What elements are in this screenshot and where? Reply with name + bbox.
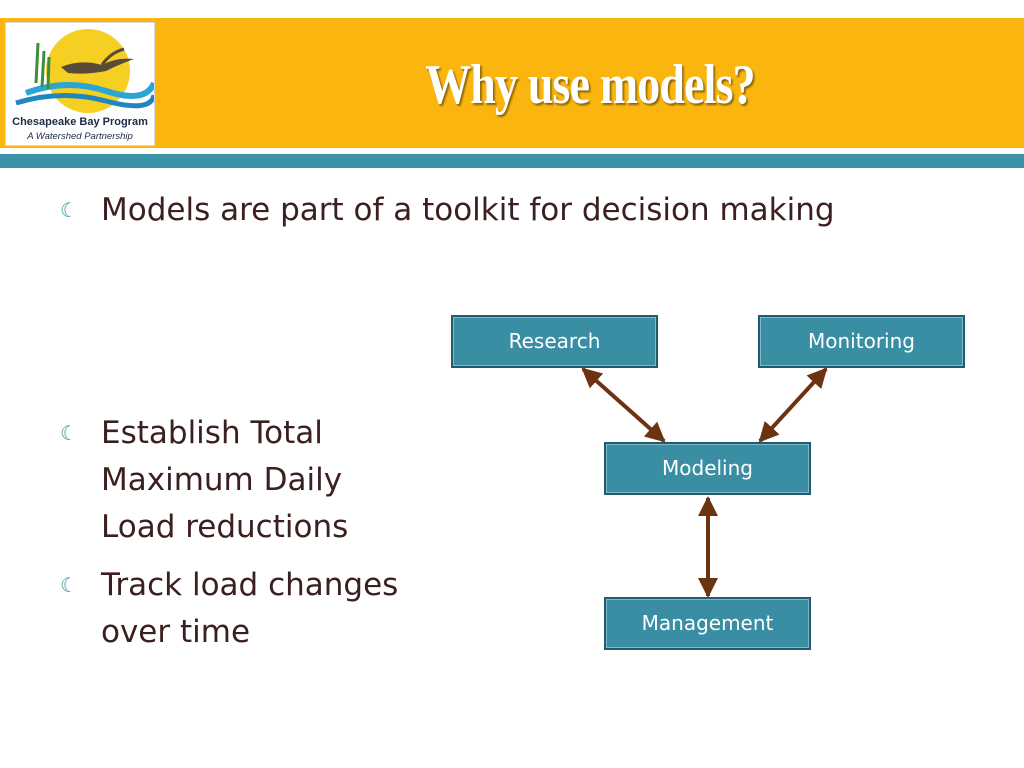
curly-bullet-icon: ☾ xyxy=(60,198,78,222)
title-bar xyxy=(0,18,1024,148)
logo-tagline: A Watershed Partnership xyxy=(27,131,133,142)
slide-title: Why use models? xyxy=(425,54,755,116)
curly-bullet-icon: ☾ xyxy=(60,421,78,445)
bullet-text: Track load changes over time xyxy=(101,567,399,650)
node-modeling: Modeling xyxy=(604,442,811,495)
curly-bullet-icon: ☾ xyxy=(60,573,78,597)
arrow-research-modeling xyxy=(581,367,666,443)
bullet-text: Models are part of a toolkit for decisio… xyxy=(101,192,835,228)
node-monitoring: Monitoring xyxy=(758,315,965,368)
header-divider-stripe xyxy=(0,154,1024,168)
arrow-monitoring-modeling xyxy=(758,367,828,443)
logo-org-name: Chesapeake Bay Program xyxy=(12,116,148,128)
node-management: Management xyxy=(604,597,811,650)
bullet-text: Establish Total Maximum Daily Load reduc… xyxy=(101,415,349,545)
heron-sun-water-logo-icon xyxy=(15,29,154,113)
chesapeake-bay-program-logo: Chesapeake Bay Program A Watershed Partn… xyxy=(5,22,155,146)
node-research: Research xyxy=(451,315,658,368)
